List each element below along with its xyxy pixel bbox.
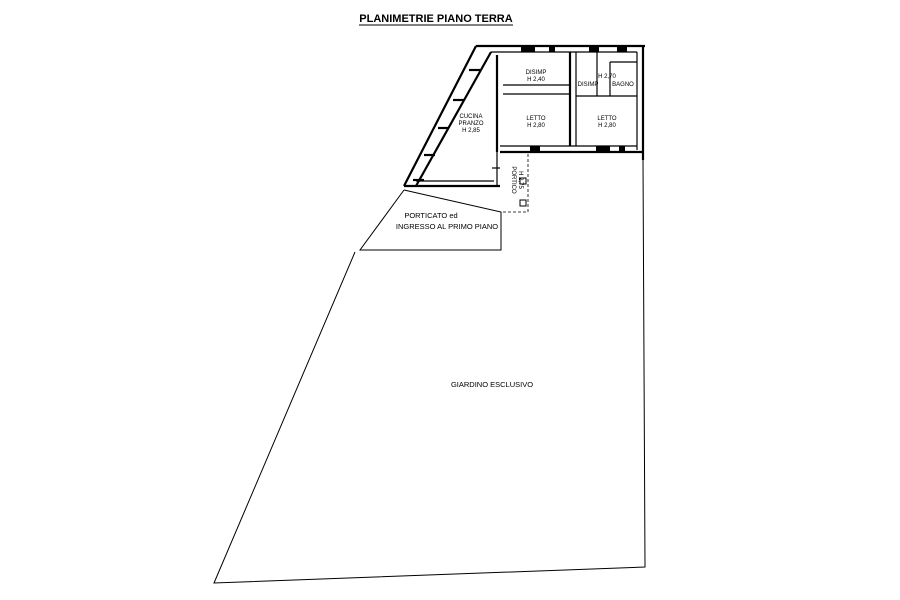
- giardino-label: GIARDINO ESCLUSIVO: [451, 380, 533, 389]
- porticato-label-line2: INGRESSO AL PRIMO PIANO: [396, 222, 498, 231]
- portico-outline: [500, 52, 644, 213]
- room-pranzo-label: PRANZO: [458, 121, 483, 127]
- room-portico-label: PORTICO: [510, 166, 516, 194]
- room-cucina-height: H 2,85: [462, 128, 480, 134]
- room-cucina-label: CUCINA: [459, 114, 482, 120]
- porticato-label-line1: PORTICATO ed: [404, 211, 457, 220]
- portico-label-group: PORTICO H 2,75: [510, 166, 523, 194]
- room-letto-1-label: LETTO: [526, 116, 546, 122]
- room-letto-2-label: LETTO: [597, 116, 617, 122]
- room-disimp-2-label: DISIMP: [578, 82, 599, 88]
- room-disimp-1-label: DISIMP: [526, 70, 547, 76]
- room-bagno-height: H 2,70: [598, 74, 616, 80]
- building-walls: [403, 44, 645, 188]
- room-bagno-label: BAGNO: [612, 82, 634, 88]
- room-letto-2-height: H 2,80: [598, 123, 616, 129]
- porticato-boundary: [359, 189, 502, 251]
- room-letto-1-height: H 2,80: [527, 123, 545, 129]
- garden-boundary: [213, 159, 646, 584]
- plan-title: PLANIMETRIE PIANO TERRA: [359, 13, 512, 25]
- room-disimp-1-height: H 2,40: [527, 77, 545, 83]
- room-portico-height: H 2,75: [517, 171, 523, 189]
